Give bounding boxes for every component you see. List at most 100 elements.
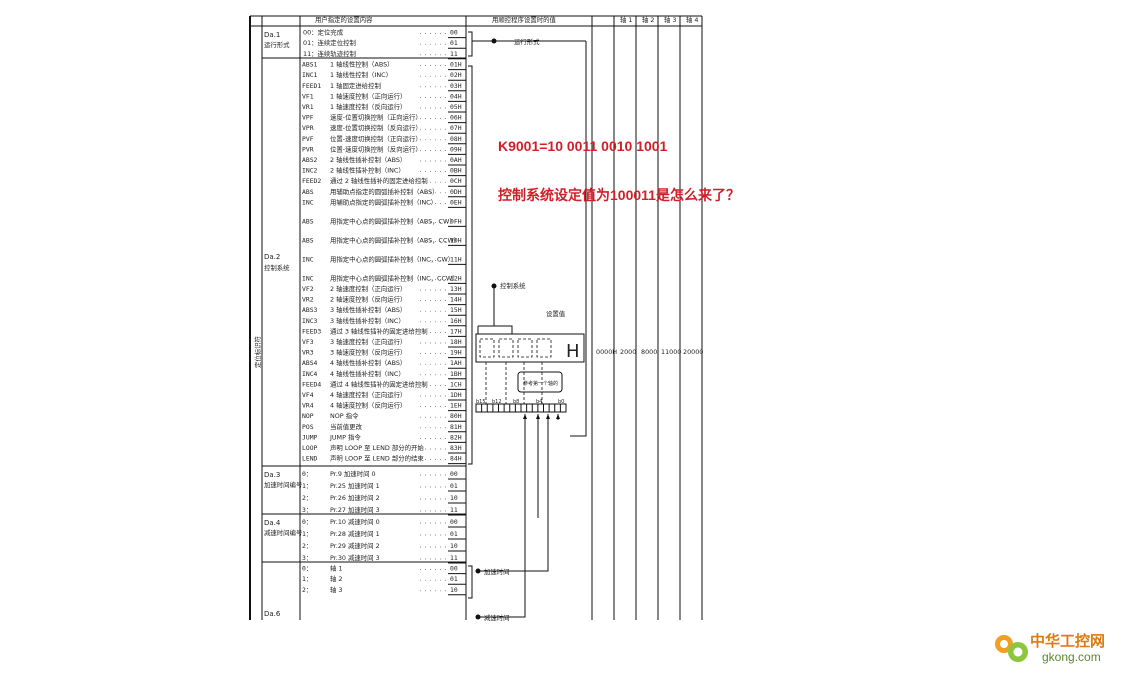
row-text: Pr.10 减速时间 0: [330, 517, 380, 526]
axis-value-1: 2000: [620, 348, 636, 356]
row-value: 1BH: [450, 370, 462, 378]
row-text: Pr.27 加速时间 3: [330, 505, 380, 514]
row-text: 用指定中心点的圆弧插补控制（ABS，CCW）: [330, 235, 460, 244]
row-value: 04H: [450, 92, 462, 100]
row-value: 0EH: [450, 198, 462, 206]
row-code: VR3: [302, 349, 314, 357]
row-text: 4 轴速度控制（反向运行）: [330, 401, 406, 410]
row-value: 80H: [450, 412, 462, 420]
section-name: 减速时间编号: [264, 528, 302, 537]
row-value: 1AH: [450, 359, 462, 367]
row-text: 1 轴速度控制（正向运行）: [330, 91, 406, 100]
row-code: LEND: [302, 455, 318, 463]
row-code: PVR: [302, 145, 314, 153]
row-code: LOOP: [302, 444, 318, 452]
row-text: 用指定中心点的圆弧插补控制（INC，CW）: [330, 254, 454, 263]
table-row: VF1 1 轴速度控制（正向运行） 04H: [302, 91, 466, 102]
row-code: VR1: [302, 103, 314, 111]
header-axis2: 轴 2: [642, 15, 655, 24]
section-name: 运行形式: [264, 40, 290, 49]
row-value: 08H: [450, 135, 462, 143]
annotation-question: 控制系统设定值为100011是怎么来了？: [498, 187, 740, 203]
section-name: 加速时间编号: [264, 480, 302, 489]
table-frame: [249, 15, 703, 620]
row-code: INC: [302, 274, 314, 282]
row-text: 通过 2 轴线性插补的固定进给控制: [330, 176, 428, 185]
row-text: 4 轴速度控制（正向运行）: [330, 390, 406, 399]
gkong-watermark: 中华工控网 gkong.com: [990, 628, 1120, 668]
row-text: 3 轴速度控制（反向运行）: [330, 348, 406, 357]
row-code: 0：: [302, 518, 312, 526]
row-text: Pr.9 加速时间 0: [330, 469, 376, 478]
row-code: FEED2: [302, 177, 321, 185]
row-code: JUMP: [302, 433, 318, 441]
row-text: 用指定中心点的圆弧插补控制（INC，CCW）: [330, 273, 459, 282]
row-code: 0：: [302, 470, 312, 478]
section-id: Da.2: [264, 253, 280, 261]
row-text: 00：定位完成: [303, 28, 344, 37]
row-code: 1：: [302, 575, 312, 583]
table-row: ABS 用指定中心点的圆弧插补控制（ABS，CCW）10H: [302, 235, 466, 246]
row-value: 14H: [450, 296, 462, 304]
row-text: Pr.28 减速时间 1: [330, 529, 380, 538]
bit-diagram: 运行形式 控制系统 设置值 H 参考第一个轴的 b15 b12 b8 b4 b0…: [475, 37, 585, 622]
table-row: LEND 声明 LOOP 至 LEND 部分的结束 84H: [302, 454, 466, 465]
row-text: 速度-位置切换控制（正向运行）: [330, 113, 422, 122]
row-value: 10H: [450, 236, 462, 244]
row-code: 2：: [302, 586, 312, 594]
row-value: 01: [450, 575, 458, 583]
row-text: JUMP 指令: [329, 432, 361, 441]
row-text: 通过 3 轴线性插补的固定进给控制: [330, 326, 428, 335]
row-text: 轴 1: [330, 564, 343, 573]
row-code: VF3: [302, 338, 314, 346]
row-value: 84H: [450, 455, 462, 463]
axis-value-3: 11000: [661, 348, 681, 356]
row-text: 声明 LOOP 至 LEND 部分的结束: [330, 454, 424, 463]
row-code: ABS2: [302, 156, 318, 164]
section-name: 控制系统: [264, 263, 290, 272]
row-code: VF1: [302, 92, 314, 100]
row-code: ABS: [302, 236, 314, 244]
header-items: 用户指定的设置内容: [315, 15, 373, 24]
row-value: 1DH: [450, 391, 462, 399]
gear-icon: [995, 635, 1028, 662]
row-text: 声明 LOOP 至 LEND 部分的开始: [330, 443, 424, 452]
row-code: ABS: [302, 188, 314, 196]
row-value: 83H: [450, 444, 462, 452]
row-code: FEED4: [302, 380, 321, 388]
section-id: Da.1: [264, 31, 280, 39]
row-value: 11: [450, 554, 458, 562]
bit-b8: b8: [513, 399, 519, 405]
row-text: Pr.25 加速时间 1: [330, 481, 380, 490]
row-code: FEED1: [302, 82, 321, 90]
row-value: 0FH: [450, 217, 462, 225]
row-value: 00: [450, 29, 458, 37]
label-control: 控制系统: [500, 281, 526, 290]
row-code: ABS1: [302, 61, 318, 69]
row-code: PVF: [302, 135, 314, 143]
row-code: VF2: [302, 285, 314, 293]
row-text: Pr.26 加速时间 2: [330, 493, 380, 502]
header-axis1: 轴 1: [620, 15, 633, 24]
row-text: 用指定中心点的圆弧插补控制（ABS，CW）: [330, 216, 456, 225]
